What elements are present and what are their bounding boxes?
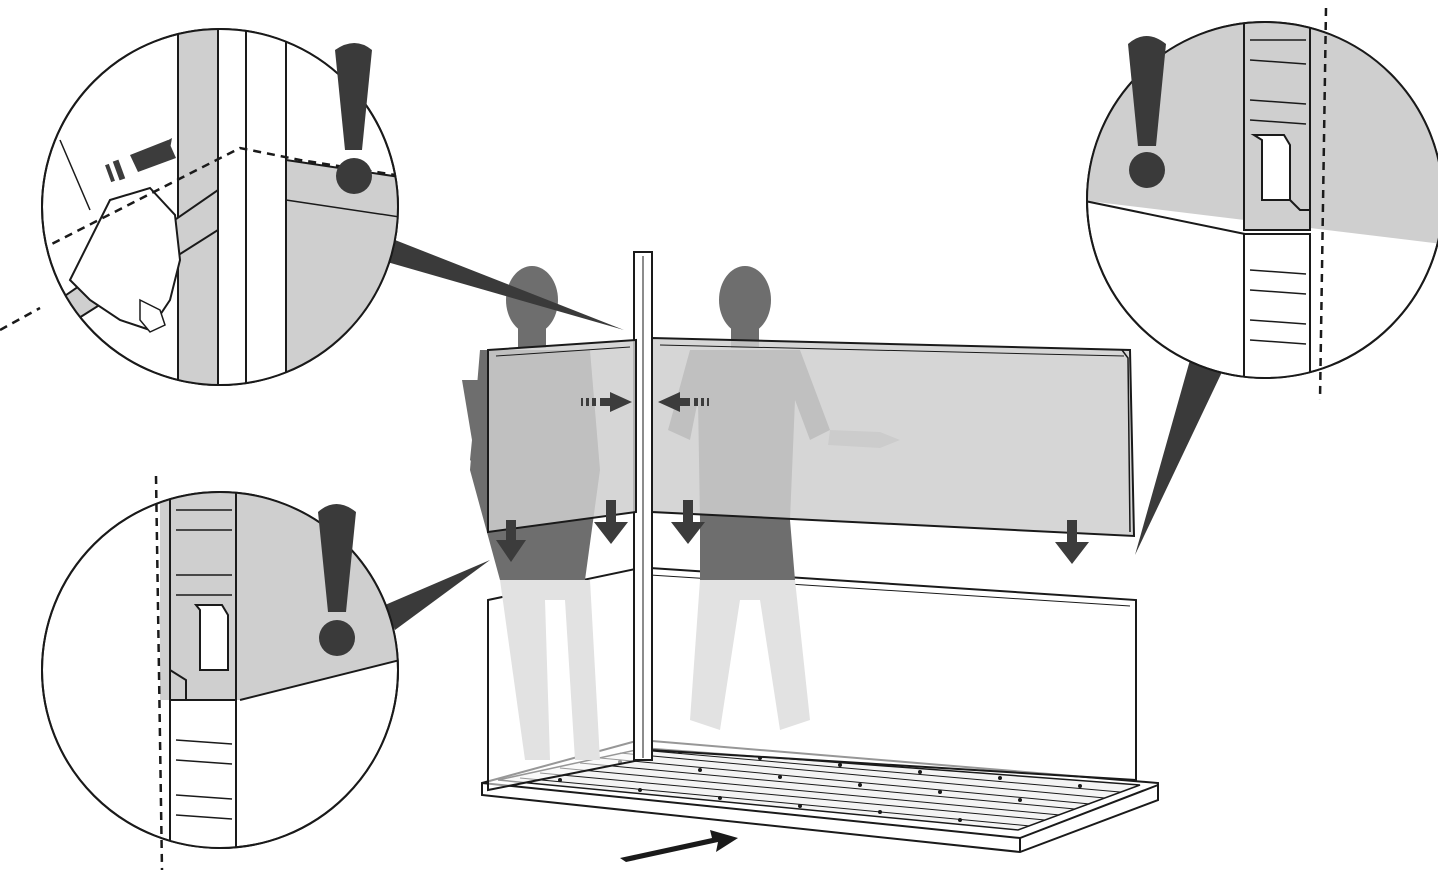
shed-assembly-scene	[462, 252, 1158, 862]
callout-panel-joint-bottom-left	[42, 476, 490, 870]
callout-panel-joint-top-right	[1080, 0, 1438, 555]
slide-arrow-icon	[620, 830, 738, 862]
upper-panel-back	[652, 338, 1134, 536]
